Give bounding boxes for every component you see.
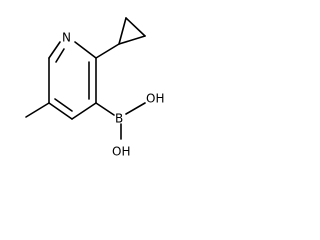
bond-c6-n-inner — [55, 48, 65, 63]
cyclopropyl-bond-c — [118, 35, 146, 45]
bond-c4-c5-inner — [54, 98, 73, 112]
bond-b-oh-upper — [125, 102, 146, 115]
methyl-bond — [25, 102, 50, 118]
cyclopropyl-bond-b — [125, 17, 146, 37]
bond-n-c2 — [74, 41, 97, 59]
bond-c4-c5 — [48, 102, 73, 120]
bond-c3-c4 — [71, 102, 97, 120]
atom-nitrogen-label: N — [62, 31, 71, 45]
chemical-structure-diagram: N B OH OH — [25, 17, 164, 159]
boronic-acid-group — [95, 102, 146, 140]
bond-c3-b — [95, 102, 115, 116]
cyclopropyl-group — [95, 17, 146, 59]
pyridine-ring — [48, 41, 97, 120]
bond-c2-cyclopropyl — [95, 43, 120, 59]
atom-hydroxyl-upper-label: OH — [146, 92, 164, 106]
atom-boron-label: B — [115, 112, 123, 126]
atom-hydroxyl-lower-label: OH — [112, 145, 130, 159]
cyclopropyl-bond-a — [118, 17, 127, 45]
bond-c6-n — [48, 41, 61, 59]
